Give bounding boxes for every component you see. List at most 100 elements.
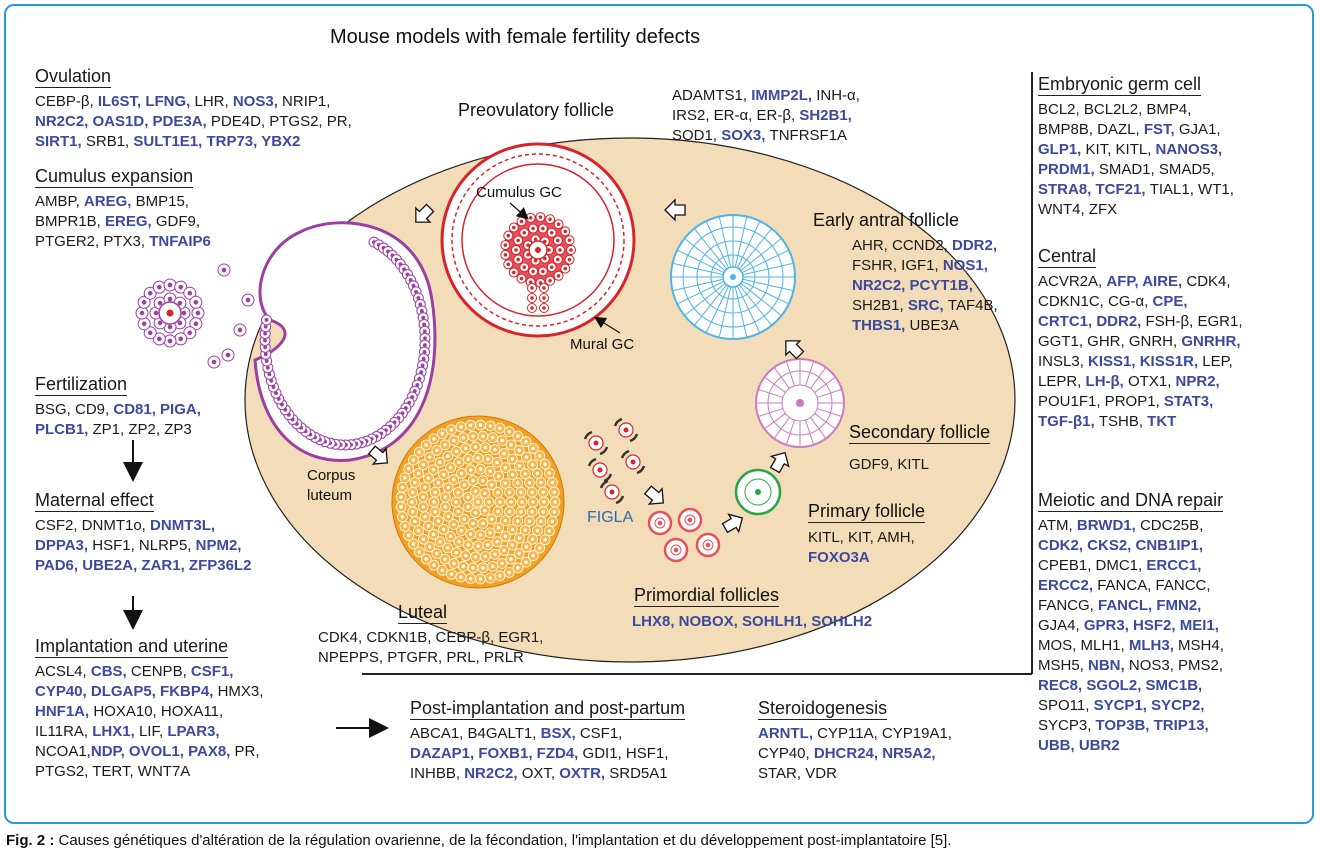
- cell-nucleus: [502, 451, 506, 456]
- label-early-antral: Early antral follicle: [813, 210, 960, 230]
- cell-nucleus: [503, 518, 508, 523]
- gene-name-highlighted: LH-β,: [1085, 373, 1129, 390]
- section-title: Maternal effect: [35, 490, 154, 512]
- figure-caption: Fig. 2 : Causes génétiques d'altération …: [6, 832, 952, 849]
- pregranulosa-cell: [583, 430, 593, 440]
- cell-nucleus: [141, 321, 147, 327]
- cell-nucleus: [556, 273, 561, 278]
- section-primordial-genes: LHX8, NOBOX, SOHLH1, SOHLH2: [632, 612, 872, 632]
- cell-nucleus: [517, 464, 522, 468]
- cell-nucleus: [496, 490, 500, 495]
- gene-name: LHR,: [194, 93, 233, 110]
- cell-nucleus: [503, 534, 508, 539]
- cell-nucleus: [471, 521, 475, 526]
- gene-line: SH2B1, SRC, TAF4B,: [852, 296, 998, 316]
- gene-name: BMP15,: [135, 193, 189, 210]
- gene-line: CDK4, CDKN1B, CEBP-β, EGR1,: [318, 628, 543, 648]
- gene-name: SOD1,: [672, 127, 722, 144]
- cell-nucleus: [452, 522, 456, 527]
- gene-line: HNF1A, HOXA10, HOXA11,: [35, 702, 263, 722]
- gene-name: NCOA1,: [35, 743, 91, 760]
- cell-nucleus: [139, 310, 145, 316]
- cell-nucleus: [498, 574, 502, 578]
- gene-line: KITL, KIT, AMH,: [808, 528, 915, 548]
- cell-nucleus: [466, 457, 470, 461]
- gene-line: DAZAP1, FOXB1, FZD4, GDI1, HSF1,: [410, 744, 685, 764]
- gene-line: SOD1, SOX3, TNFRSF1A: [672, 126, 860, 146]
- gene-name: GJA1,: [1178, 121, 1221, 138]
- gene-line: PTGS2, TERT, WNT7A: [35, 762, 263, 782]
- gene-line: CSF2, DNMT1o, DNMT3L,: [35, 516, 251, 536]
- gene-name: ZP1, ZP2, ZP3: [92, 421, 192, 438]
- gene-name-highlighted: DAZAP1, FOXB1, FZD4,: [410, 745, 583, 762]
- section-title: Central: [1038, 246, 1097, 268]
- gene-name-highlighted: FANCL, FMN2,: [1098, 597, 1202, 614]
- cell-nucleus: [483, 554, 488, 559]
- gene-line: INHBB, NR2C2, OXT, OXTR, SRD5A1: [410, 764, 685, 784]
- cell-nucleus: [498, 426, 502, 430]
- gene-name: FSHR, IGF1,: [852, 257, 943, 274]
- section-title: Post-implantation and post-partum: [410, 698, 686, 720]
- cell-nucleus: [528, 216, 533, 220]
- gene-name-highlighted: AFP, AIRE,: [1106, 273, 1187, 290]
- cell-nucleus: [426, 524, 431, 528]
- label-cumulus-gc: Cumulus GC: [476, 184, 562, 201]
- cell-nucleus: [510, 543, 515, 547]
- cell-boundary: [693, 284, 728, 326]
- gene-name: CYP11A, CYP19A1,: [817, 725, 952, 742]
- gene-name-highlighted: STRA8, TCF21,: [1038, 181, 1150, 198]
- gene-line: CEBP-β, IL6ST, LFNG, LHR, NOS3, NRIP1,: [35, 92, 352, 112]
- gene-name-highlighted: DPPA3,: [35, 537, 93, 554]
- cell-nucleus: [400, 514, 405, 519]
- cell-nucleus: [440, 568, 445, 573]
- cell-nucleus: [459, 471, 464, 476]
- cell-nucleus: [443, 443, 447, 447]
- pregranulosa-cell: [620, 449, 630, 459]
- gene-name: INSL3,: [1038, 353, 1089, 370]
- gene-line: BMPR1B, EREG, GDF9,: [35, 212, 211, 232]
- cell-nucleus: [563, 229, 568, 234]
- gene-name: SYCP3,: [1038, 717, 1096, 734]
- cell-nucleus: [535, 528, 540, 533]
- cell-nucleus: [563, 266, 568, 271]
- cell-nucleus: [167, 338, 173, 344]
- cell-nucleus: [623, 427, 629, 433]
- section-title: Meiotic and DNA repair: [1038, 490, 1224, 512]
- cell-nucleus: [178, 284, 184, 290]
- cell-nucleus: [481, 566, 485, 570]
- cell-nucleus: [413, 519, 417, 524]
- cell-nucleus: [413, 480, 417, 485]
- gene-line: FOXO3A: [808, 548, 915, 568]
- cell-nucleus: [547, 471, 552, 475]
- cell-nucleus: [411, 542, 416, 546]
- cell-boundary: [705, 220, 730, 269]
- cell-nucleus: [422, 322, 427, 327]
- section-luteal-genes: CDK4, CDKN1B, CEBP-β, EGR1,NPEPPS, PTGFR…: [318, 628, 543, 668]
- cell-nucleus: [452, 561, 456, 566]
- cell-nucleus: [433, 490, 437, 494]
- cell-nucleus: [400, 485, 405, 490]
- gene-name-highlighted: IL6ST, LFNG,: [97, 93, 195, 110]
- gene-name: MSH5,: [1038, 657, 1089, 674]
- cell-boundary: [672, 262, 724, 276]
- cell-nucleus: [211, 359, 217, 365]
- gene-name-highlighted: ERCC2,: [1038, 577, 1098, 594]
- cell-nucleus: [547, 529, 552, 533]
- cell-nucleus: [510, 457, 515, 461]
- cell-nucleus: [423, 514, 427, 519]
- cell-nucleus: [466, 543, 470, 547]
- pregranulosa-cell: [599, 446, 609, 456]
- row-divider: [362, 673, 1032, 675]
- gene-line: INSL3, KISS1, KISS1R, LEP,: [1038, 352, 1243, 372]
- gene-name: STAR, VDR: [758, 765, 837, 782]
- cell-nucleus: [539, 480, 543, 485]
- cell-nucleus: [421, 495, 425, 499]
- cell-nucleus: [427, 455, 432, 459]
- gene-name-highlighted: KISS1, KISS1R,: [1088, 353, 1203, 370]
- gene-line: SIRT1, SRB1, SULT1E1, TRP73, YBX2: [35, 132, 352, 152]
- cell-boundary: [718, 216, 732, 268]
- cell-nucleus: [535, 471, 540, 476]
- cell-nucleus: [509, 443, 513, 447]
